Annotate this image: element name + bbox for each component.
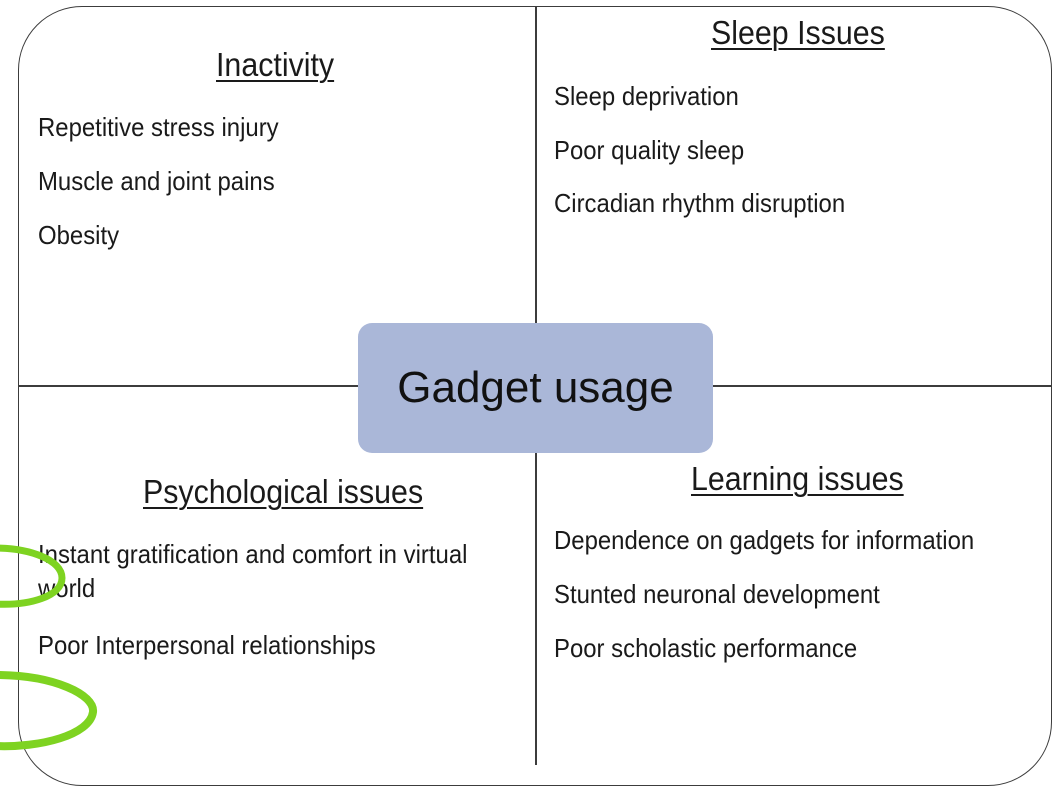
sleep-issues-item-2: Poor quality sleep <box>554 135 745 165</box>
inactivity-title: Inactivity <box>216 46 335 83</box>
learning-issues-item-1: Dependence on gadgets for information <box>554 525 975 555</box>
inactivity-item-2: Muscle and joint pains <box>38 166 275 196</box>
psychological-issues-title: Psychological issues <box>143 473 424 510</box>
learning-issues-item-2: Stunted neuronal development <box>554 579 880 609</box>
center-label: Gadget usage <box>397 363 674 412</box>
sleep-issues-item-1: Sleep deprivation <box>554 81 739 111</box>
learning-issues-title: Learning issues <box>691 460 904 497</box>
sleep-issues-item-3: Circadian rhythm disruption <box>554 188 846 218</box>
inactivity-item-3: Obesity <box>38 220 120 250</box>
psychological-issues-item-1: Instant gratification and comfort in vir… <box>38 539 468 603</box>
center-node: Gadget usage <box>358 323 713 453</box>
sleep-issues-title: Sleep Issues <box>711 14 885 51</box>
learning-issues-item-3: Poor scholastic performance <box>554 633 858 663</box>
inactivity-item-1: Repetitive stress injury <box>38 112 279 142</box>
psychological-issues-item-2: Poor Interpersonal relationships <box>38 630 376 660</box>
